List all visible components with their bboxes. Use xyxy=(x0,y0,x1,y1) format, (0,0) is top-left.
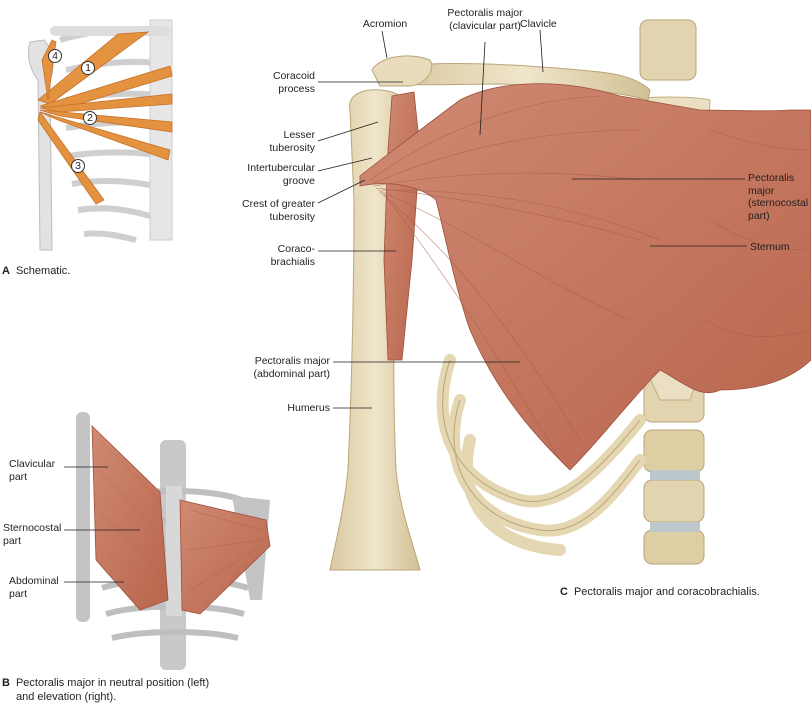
b-humerus-left xyxy=(76,412,90,622)
marker-3: 3 xyxy=(75,160,81,172)
marker-4: 4 xyxy=(52,50,58,62)
c-rib-edges xyxy=(442,359,641,532)
caption-b-line1: Pectoralis major in neutral position (le… xyxy=(15,677,210,689)
panel-b-thorax xyxy=(76,412,271,670)
schematic-markers xyxy=(48,49,97,173)
c-vertebrae xyxy=(639,19,705,565)
caption-c-letter: C xyxy=(560,586,568,598)
label-pectoralis-clavicular: Pectoralis major (clavicular part) xyxy=(447,7,523,32)
caption-a-text: Schematic. xyxy=(15,265,71,277)
caption-a: A Schematic. xyxy=(2,264,70,278)
label-sternum: Sternum xyxy=(750,241,790,253)
panel-c-anatomy xyxy=(329,19,811,571)
label-abdominal-part: Abdominal part xyxy=(9,575,59,600)
caption-b: B Pectoralis major in neutral position (l… xyxy=(2,676,209,704)
caption-c: C Pectoralis major and coracobrachialis. xyxy=(560,585,760,599)
label-crest-greater-tuberosity: Crest of greater tuberosity xyxy=(242,198,315,223)
b-sternum xyxy=(166,486,182,616)
panel-a-schematic xyxy=(27,19,173,251)
label-pectoralis-sternocostal: Pectoralis major (sternocostal part) xyxy=(748,172,809,222)
c-clavicle xyxy=(399,63,651,101)
label-coracobrachialis: Coraco- brachialis xyxy=(270,243,315,268)
label-acromion: Acromion xyxy=(362,18,408,30)
label-clavicle: Clavicle xyxy=(520,18,557,30)
c-acromion xyxy=(371,55,433,87)
label-humerus: Humerus xyxy=(287,402,330,414)
label-pectoralis-abdominal: Pectoralis major (abdominal part) xyxy=(253,355,330,380)
b-fiber-lines xyxy=(97,439,263,591)
b-pectoralis-left xyxy=(91,425,169,611)
marker-2: 2 xyxy=(87,112,93,124)
schematic-clavicle xyxy=(50,26,170,36)
label-intertubercular-groove: Intertubercular groove xyxy=(247,162,315,187)
label-sternocostal-part: Sternocostal part xyxy=(3,522,62,547)
leader-lines xyxy=(64,29,747,583)
c-muscle-fibers xyxy=(369,95,811,461)
label-lesser-tuberosity: Lesser tuberosity xyxy=(269,129,315,154)
caption-a-letter: A xyxy=(2,265,10,277)
c-pectoralis-major xyxy=(359,83,811,471)
caption-c-text: Pectoralis major and coracobrachialis. xyxy=(573,586,760,598)
label-coracoid-process: Coracoid process xyxy=(272,70,315,95)
marker-1: 1 xyxy=(85,62,91,74)
caption-b-letter: B xyxy=(2,677,10,689)
label-clavicular-part: Clavicular part xyxy=(9,458,56,483)
b-pectoralis-right xyxy=(179,499,271,615)
caption-b-line2: and elevation (right). xyxy=(16,691,117,703)
c-coracobrachialis xyxy=(383,91,421,361)
